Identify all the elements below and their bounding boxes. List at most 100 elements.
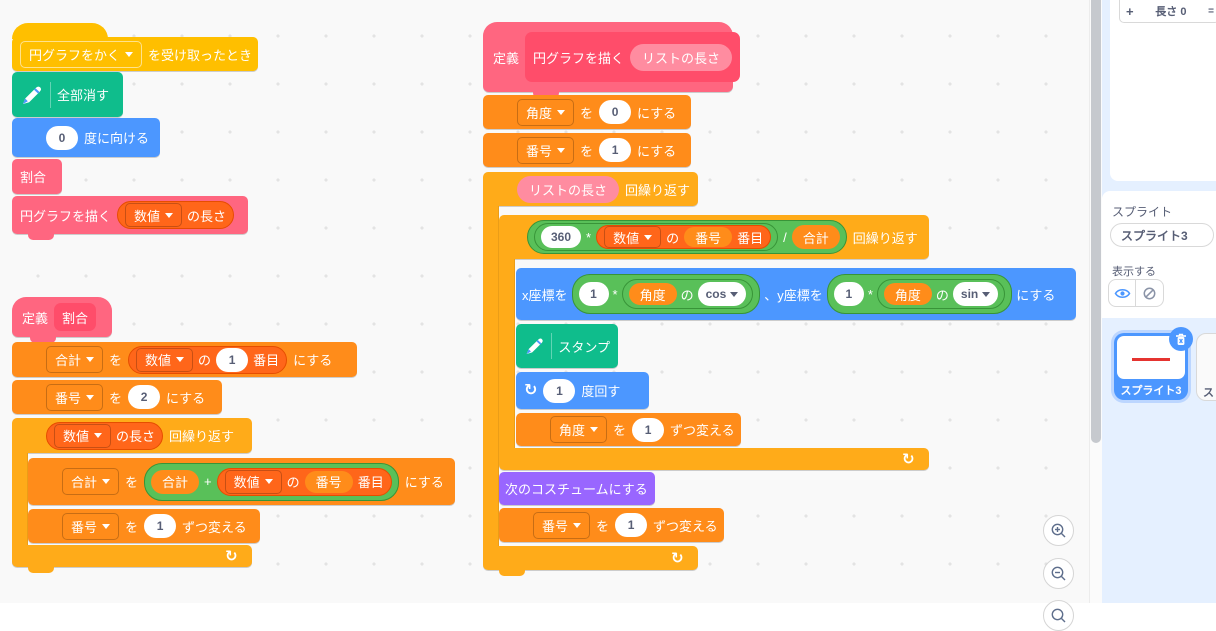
message-dropdown[interactable]: 円グラフをかく [20,40,143,68]
variable-dropdown[interactable]: 番号 [533,511,591,539]
block-set-number[interactable]: 番号 を 1 にする [483,133,691,167]
variable-dropdown[interactable]: 合計 [46,346,104,373]
variable-dropdown[interactable]: 角度 [550,416,608,443]
list-length-label: 長さ 0 [1155,6,1187,18]
list-monitor-footer[interactable]: + 長さ 0 = [1119,0,1216,23]
math-function-dropdown[interactable]: cos [697,282,747,306]
hide-sprite-button[interactable] [1136,279,1164,307]
total-variable-oval[interactable]: 合計 [791,225,840,249]
block-change-angle[interactable]: 角度 を 1 ずつ変える [516,413,741,446]
list-dropdown[interactable]: 数値 [125,203,183,227]
repeat-inner-footer[interactable]: ↺ [499,448,929,470]
particle: を [125,519,139,535]
block-erase-all[interactable]: 全部消す [12,72,123,117]
angle-variable-oval[interactable]: 角度 [883,283,932,305]
variable-dropdown[interactable]: 番号 [46,383,104,411]
value-input[interactable]: 1 [599,138,632,162]
sprite-card-selected[interactable]: スプライト3 [1114,327,1193,400]
repeat-block-footer[interactable]: ↺ [12,545,252,567]
zoom-in-button[interactable] [1043,515,1074,546]
sprite-card-next[interactable]: ス [1196,333,1216,401]
workspace-scrollbar-thumb[interactable] [1091,0,1101,443]
block-call-draw-pie[interactable]: 円グラフを描く 数値 の長さ [12,196,248,234]
delete-sprite-button[interactable] [1169,327,1193,351]
value-input[interactable]: 1 [615,513,648,537]
block-set-number[interactable]: 番号 を 2 にする [12,380,222,414]
particle: を [109,390,123,406]
block-set-xy[interactable]: x座標を 1 * 角度 の cos 、y座標を 1 * 角度 [516,268,1076,320]
stage-area[interactable]: + 長さ 0 = [1110,0,1216,181]
variable-name: 番号 [542,518,569,534]
zoom-out-button[interactable] [1043,558,1074,589]
define-hat-draw-pie[interactable]: 定義 円グラフを描く リストの長さ [483,22,741,92]
block-add-to-total[interactable]: 合計 を 合計 + 数値 の 番号 番目 にする [28,458,455,505]
item-of-list-reporter[interactable]: 数値 の 番号 番目 [596,225,772,249]
repeat-label: 回繰り返す [169,429,235,444]
repeat-inner-header[interactable]: 360 * 数値 の 番号 番目 / 合計 回繰り返す [499,215,929,259]
repeat-outer-footer[interactable]: ↺ [483,546,698,570]
param-name: リストの長さ [529,182,608,198]
value-input[interactable]: 1 [833,282,864,306]
define-hat-ratio[interactable]: 定義 割合 [12,297,112,337]
block-when-received[interactable]: 円グラフをかく を受け取ったとき [12,23,258,71]
math-function-dropdown[interactable]: sin [952,282,999,306]
math-op-reporter[interactable]: 角度 の cos [621,279,754,309]
prototype-draw-pie[interactable]: 円グラフを描く リストの長さ [525,32,741,82]
value-input[interactable]: 1 [632,417,665,442]
multiply-operator[interactable]: 360 * 数値 の 番号 番目 [534,223,779,251]
block-set-angle[interactable]: 角度 を 0 にする [483,95,691,129]
variable-dropdown[interactable]: 合計 [62,468,120,495]
list-length-reporter[interactable]: 数値 の長さ [46,421,164,450]
block-change-number[interactable]: 番号 を 1 ずつ変える [499,508,724,542]
prototype-ratio[interactable]: 割合 [54,303,97,331]
list-resize-handle[interactable]: = [1208,5,1214,17]
division-operator[interactable]: 360 * 数値 の 番号 番目 / 合計 [527,220,847,254]
list-dropdown[interactable]: 数値 [604,226,662,248]
block-change-number[interactable]: 番号 を 1 ずつ変える [28,509,260,543]
workspace-scrollbar-track[interactable] [1089,0,1102,603]
value-input[interactable]: 1 [578,282,609,306]
total-variable-oval[interactable]: 合計 [151,469,200,494]
list-dropdown[interactable]: 数値 [54,423,112,448]
value-input[interactable]: 0 [599,100,632,124]
value-input[interactable]: 360 [541,226,581,248]
value-input[interactable]: 2 [128,385,161,409]
zoom-reset-button[interactable] [1043,600,1074,631]
number-variable-oval[interactable]: 番号 [684,227,733,247]
multiply-operator[interactable]: 1 * 角度 の sin [826,274,1013,314]
item-of-list-reporter[interactable]: 数値 の 番号 番目 [216,467,392,496]
list-add-item-button[interactable]: + [1126,3,1134,19]
block-point-in-direction[interactable]: 0 度に向ける [12,118,160,157]
block-call-ratio[interactable]: 割合 [12,159,62,194]
show-sprite-button[interactable] [1108,279,1136,307]
list-length-reporter[interactable]: 数値 の長さ [117,201,235,229]
number-variable-oval[interactable]: 番号 [304,470,353,493]
code-workspace[interactable]: 円グラフをかく を受け取ったとき 全部消す 0 度に向ける 割合 円グラフを描く… [0,0,1089,631]
degrees-input[interactable]: 1 [543,378,576,403]
list-name: 数値 [63,429,90,444]
value-input[interactable]: 1 [144,514,177,538]
sprite-name-input[interactable] [1110,223,1214,247]
repeat-outer-header[interactable]: リストの長さ 回繰り返す [483,172,698,206]
multiply-operator[interactable]: 1 * 角度 の cos [571,274,761,314]
list-dropdown[interactable]: 数値 [224,469,282,494]
index-input[interactable]: 1 [216,347,249,372]
list-dropdown[interactable]: 数値 [136,347,194,372]
repeat-block-header[interactable]: 数値 の長さ 回繰り返す [12,418,252,453]
angle-variable-oval[interactable]: 角度 [628,283,677,305]
direction-input[interactable]: 0 [46,125,78,150]
list-name: 数値 [233,475,260,490]
variable-dropdown[interactable]: 角度 [517,98,575,126]
addition-operator[interactable]: 合計 + 数値 の 番号 番目 [144,462,399,501]
block-next-costume[interactable]: 次のコスチュームにする [499,472,655,505]
item-of-list-reporter[interactable]: 数値 の 1 番目 [128,345,288,374]
param-reporter[interactable]: リストの長さ [517,175,620,203]
block-turn-right[interactable]: ↻ 1 度回す [516,372,649,409]
math-op-reporter[interactable]: 角度 の sin [876,279,1006,309]
block-set-total[interactable]: 合計 を 数値 の 1 番目 にする [12,342,357,377]
param-reporter[interactable]: リストの長さ [630,43,733,71]
variable-dropdown[interactable]: 番号 [517,136,575,164]
block-stamp[interactable]: スタンプ [516,324,618,368]
stack-end-bump [28,567,54,573]
variable-dropdown[interactable]: 番号 [62,512,120,540]
